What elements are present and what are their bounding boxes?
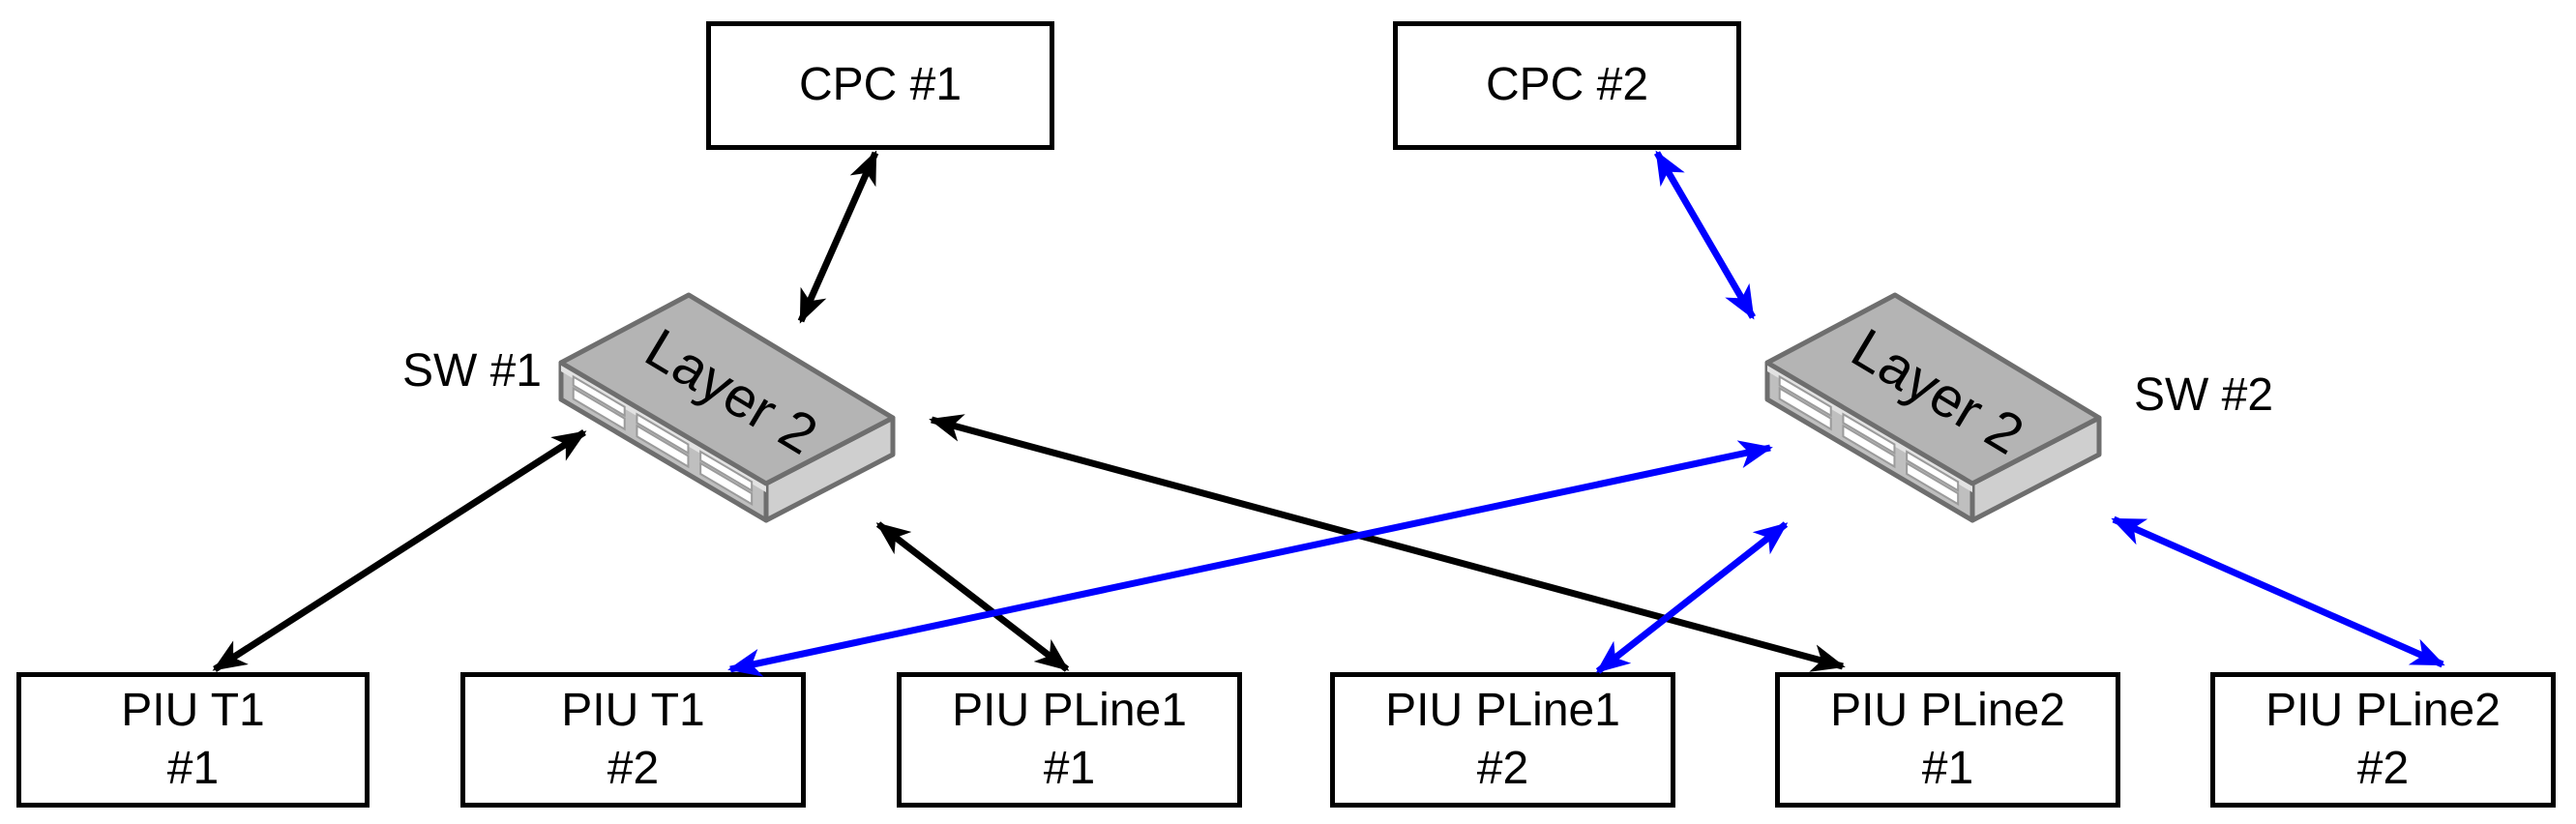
node-piu-pline1-1: PIU PLine1 #1 <box>897 672 1242 808</box>
switch-sw2: Layer 2 <box>1764 292 2102 523</box>
switch-port-slot <box>1842 412 1896 456</box>
switch-port-slot <box>1778 386 1832 431</box>
link-sw1-to-piu-pline1-1 <box>875 521 1070 672</box>
switch-port-slot <box>1906 461 1960 507</box>
node-label: CPC #1 <box>798 59 962 111</box>
node-label: #2 <box>1476 743 1529 794</box>
switch-face <box>561 363 766 492</box>
link-cpc2-to-sw2 <box>1653 150 1757 320</box>
node-piu-pline2-1: PIU PLine2 #1 <box>1775 672 2120 808</box>
switch-port-slot <box>572 386 626 431</box>
node-piu-pline2-2: PIU PLine2 #2 <box>2210 672 2556 808</box>
switch-face <box>558 292 896 486</box>
node-label: #1 <box>166 743 220 794</box>
node-label: #1 <box>1043 743 1096 794</box>
switches-layer: Layer 2 Layer 2 <box>558 292 2102 523</box>
node-label: PIU PLine1 <box>1385 684 1620 736</box>
switch-sw1: Layer 2 <box>558 292 896 523</box>
switch-face <box>1969 415 2102 523</box>
link-sw2-to-piu-pline2-2 <box>2111 515 2445 668</box>
node-label: PIU PLine2 <box>1830 684 2065 736</box>
switch-port-slot <box>699 450 754 493</box>
switch-face <box>1764 360 1975 523</box>
switch-side-label-sw2: SW #2 <box>2134 369 2274 421</box>
node-label: #1 <box>1921 743 1974 794</box>
arrows-layer <box>212 150 2445 677</box>
switch-face <box>558 360 769 523</box>
node-label: #2 <box>607 743 660 794</box>
node-piu-t1-1: PIU T1 #1 <box>16 672 370 808</box>
link-sw2-to-piu-t1-2 <box>727 440 1773 677</box>
switch-port-slot <box>1778 374 1832 418</box>
switch-label: Layer 2 <box>635 316 827 466</box>
switch-port-slot <box>1842 424 1896 469</box>
link-sw2-to-piu-pline1-2 <box>1595 521 1789 674</box>
node-label: #2 <box>2356 743 2410 794</box>
node-label: PIU T1 <box>561 684 705 736</box>
link-sw1-to-piu-t1-1 <box>212 429 587 672</box>
node-cpc-2: CPC #2 <box>1393 21 1741 150</box>
node-label: PIU T1 <box>121 684 265 736</box>
switch-port-slot <box>572 374 626 418</box>
node-piu-pline1-2: PIU PLine1 #2 <box>1330 672 1675 808</box>
node-label: PIU PLine2 <box>2265 684 2501 736</box>
node-cpc-1: CPC #1 <box>706 21 1054 150</box>
switch-label: Layer 2 <box>1841 316 2033 466</box>
node-label: PIU PLine1 <box>952 684 1187 736</box>
switch-port-slot <box>699 461 754 507</box>
switch-port-slot <box>1906 450 1960 493</box>
switch-port-slot <box>636 424 690 469</box>
node-piu-t1-2: PIU T1 #2 <box>460 672 806 808</box>
switch-face <box>1767 363 1972 492</box>
switch-side-label-sw1: SW #1 <box>401 345 542 397</box>
switch-face <box>763 415 896 523</box>
node-label: CPC #2 <box>1485 59 1649 111</box>
switch-port-slot <box>636 412 690 456</box>
link-sw1-to-piu-pline2-1 <box>929 414 1846 672</box>
link-cpc1-to-sw1 <box>797 150 879 324</box>
switch-face <box>1764 292 2102 486</box>
